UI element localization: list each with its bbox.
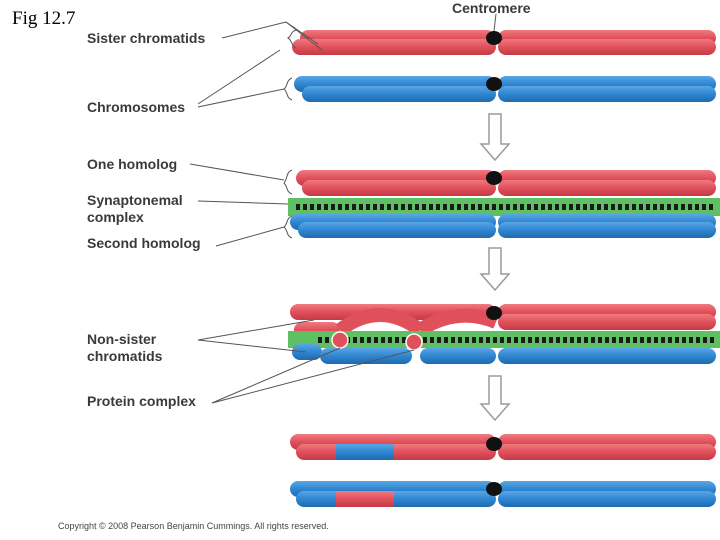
synaptonemal-complex [288,198,720,216]
figure-title: Fig 12.7 [12,8,76,29]
synaptonemal-label-line1: Synaptonemal [87,192,183,208]
synaptonemal-label-line2: complex [87,209,144,225]
down-arrow-icon [479,375,511,422]
protein-complex-label: Protein complex [87,393,196,409]
recombinant-blue-chromosome [290,481,716,507]
leader-lines [189,13,497,404]
sister-chromatids-label: Sister chromatids [87,30,206,46]
down-arrow-icon [479,247,511,292]
second-homolog-label: Second homolog [87,235,201,251]
non-sister-label-line1: Non-sister [87,331,157,347]
down-arrow-icon [479,113,511,162]
red-chromosome-stage1 [292,30,716,55]
one-homolog-label: One homolog [87,156,178,172]
homologs-stage2 [288,170,720,238]
copyright-notice: Copyright © 2008 Pearson Benjamin Cummin… [58,521,329,531]
recombinant-red-chromosome [290,434,716,460]
crossing-over-stage3 [288,304,720,364]
blue-chromosome-stage1 [294,76,716,102]
protein-complex-1 [331,331,349,349]
centromere-dot [486,31,502,45]
non-sister-label-line2: chromatids [87,348,163,364]
centromere-label: Centromere [452,0,531,16]
protein-complex-2 [405,333,423,351]
chromosomes-label: Chromosomes [87,99,186,115]
